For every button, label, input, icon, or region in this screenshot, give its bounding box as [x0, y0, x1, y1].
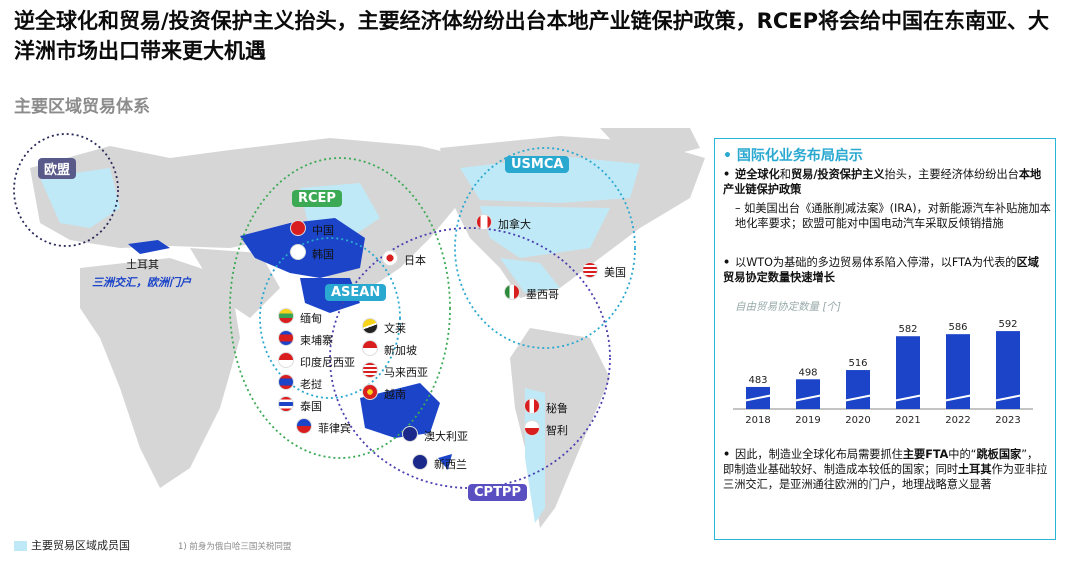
flag-myanmar-icon: [278, 308, 294, 324]
world-map: 欧盟 RCEP ASEAN USMCA CPTPP 土耳其 三洲交汇，欧洲门户 …: [0, 128, 712, 544]
rcep-circle: [229, 157, 451, 459]
chart-tick-label-2018: 2018: [745, 415, 770, 426]
legend-label: 主要贸易区域成员国: [31, 539, 130, 552]
chart-bar-2019: [796, 379, 820, 409]
label-peru: 秘鲁: [546, 402, 568, 415]
chart-break-mark-2020: [842, 394, 874, 402]
label-laos: 老挝: [300, 378, 322, 391]
point-2: •以WTO为基础的多边贸易体系陷入停滞，以FTA为代表的区域贸易协定数量快速增长: [723, 256, 1039, 284]
flag-china-icon: [290, 220, 306, 236]
section-subtitle: 主要区域贸易体系: [14, 97, 150, 117]
mexico-area: [500, 258, 560, 293]
label-china: 中国: [312, 224, 334, 237]
chart-break-mark-2022: [942, 394, 974, 402]
eu-member-area: [40, 168, 120, 228]
chart-tick-label-2019: 2019: [795, 415, 820, 426]
point-1-sub: – 如美国出台《通胀削减法案》(IRA)，对新能源汽车补贴施加本地化率要求；欧盟…: [735, 202, 1051, 230]
flag-brunei-icon: [362, 318, 378, 334]
region-label-eu: 欧盟: [38, 158, 77, 179]
chart-tick-label-2020: 2020: [845, 415, 870, 426]
region-label-usmca: USMCA: [505, 156, 570, 173]
chart-data-label-2023: 592: [998, 319, 1017, 330]
label-thailand: 泰国: [300, 400, 322, 413]
chart-bar-2020: [846, 370, 870, 409]
label-vietnam: 越南: [384, 388, 406, 401]
footnote: 1) 前身为俄白哈三国关税同盟: [178, 542, 292, 552]
flag-cambodia-icon: [278, 330, 294, 346]
usmca-circle: [454, 147, 636, 349]
insight-panel: • 国际化业务布局启示 •逆全球化和贸易/投资保护主义抬头，主要经济体纷纷出台本…: [714, 138, 1056, 540]
middle-east-land: [190, 248, 280, 318]
flag-chile-icon: [524, 420, 540, 436]
chart-caption: 自由贸易协定数量 [个]: [735, 301, 842, 313]
label-usa: 美国: [604, 266, 626, 279]
label-canada: 加拿大: [498, 218, 531, 231]
flag-vietnam-icon: [362, 384, 378, 400]
flag-usa-icon: [582, 262, 598, 278]
usa-area: [480, 206, 610, 258]
flag-peru-icon: [524, 398, 540, 414]
label-turkey: 土耳其: [126, 258, 159, 271]
chart-break-mark-2019: [792, 394, 824, 402]
flag-australia-icon: [402, 426, 418, 442]
label-australia: 澳大利亚: [424, 430, 468, 443]
label-japan: 日本: [404, 254, 426, 267]
label-turkey-note: 三洲交汇，欧洲门户: [92, 276, 191, 289]
greenland-land: [600, 128, 700, 158]
map-legend: 主要贸易区域成员国: [14, 537, 130, 553]
flag-thailand-icon: [278, 396, 294, 412]
chart-break-mark-2018: [742, 394, 774, 402]
label-newzealand: 新西兰: [434, 458, 467, 471]
label-malaysia: 马来西亚: [384, 366, 428, 379]
flag-indonesia-icon: [278, 352, 294, 368]
label-mexico: 墨西哥: [526, 288, 559, 301]
chart-data-label-2022: 586: [948, 322, 967, 333]
label-myanmar: 缅甸: [300, 312, 322, 325]
chart-tick-label-2021: 2021: [895, 415, 920, 426]
point-3: •因此，制造业全球化布局需要抓住主要FTA中的“跳板国家”，即制造业基础较好、制…: [723, 448, 1048, 491]
chart-data-label-2021: 582: [898, 324, 917, 335]
label-brunei: 文莱: [384, 322, 406, 335]
label-cambodia: 柬埔寨: [300, 334, 333, 347]
region-label-rcep: RCEP: [292, 190, 342, 207]
legend-swatch: [14, 541, 27, 551]
chart-break-mark-2023: [992, 394, 1024, 402]
label-korea: 韩国: [312, 248, 334, 261]
cptpp-circle: [329, 227, 611, 489]
flag-philippines-icon: [296, 418, 312, 434]
region-label-cptpp: CPTPP: [468, 484, 527, 501]
chart-data-label-2019: 498: [798, 367, 817, 378]
flag-canada-icon: [476, 214, 492, 230]
flag-singapore-icon: [362, 340, 378, 356]
flag-newzealand-icon: [412, 454, 428, 470]
label-indonesia: 印度尼西亚: [300, 356, 355, 369]
point-1: •逆全球化和贸易/投资保护主义抬头，主要经济体纷纷出台本地产业链保护政策: [723, 168, 1042, 196]
chart-data-label-2020: 516: [848, 358, 867, 369]
australia-area: [360, 383, 440, 438]
fta-bar-chart: 483 2018 498 2019 516 2020 582 2021 586 2022 592 20…: [733, 319, 1033, 426]
chart-tick-label-2023: 2023: [995, 415, 1020, 426]
newzealand-area: [438, 454, 452, 470]
eu-circle: [13, 133, 119, 247]
chart-tick-label-2022: 2022: [945, 415, 970, 426]
map-canvas: [13, 128, 705, 528]
chart-break-mark-2021: [892, 394, 924, 402]
asean-circle: [259, 237, 401, 399]
panel-title: • 国际化业务布局启示: [723, 148, 863, 164]
flag-mexico-icon: [504, 284, 520, 300]
turkey-area: [128, 240, 170, 254]
flag-korea-icon: [290, 244, 306, 260]
label-singapore: 新加坡: [384, 344, 417, 357]
africa-land: [80, 258, 240, 488]
label-philippines: 菲律宾: [318, 422, 351, 435]
headline: 逆全球化和贸易/投资保护主义抬头，主要经济体纷纷出台本地产业链保护政策，RCEP…: [14, 9, 1049, 63]
flag-malaysia-icon: [362, 362, 378, 378]
flag-laos-icon: [278, 374, 294, 390]
trade-circles: [13, 133, 636, 489]
chart-data-label-2018: 483: [748, 375, 767, 386]
region-label-asean: ASEAN: [325, 284, 387, 301]
label-chile: 智利: [546, 424, 568, 437]
flag-japan-icon: [382, 250, 398, 266]
